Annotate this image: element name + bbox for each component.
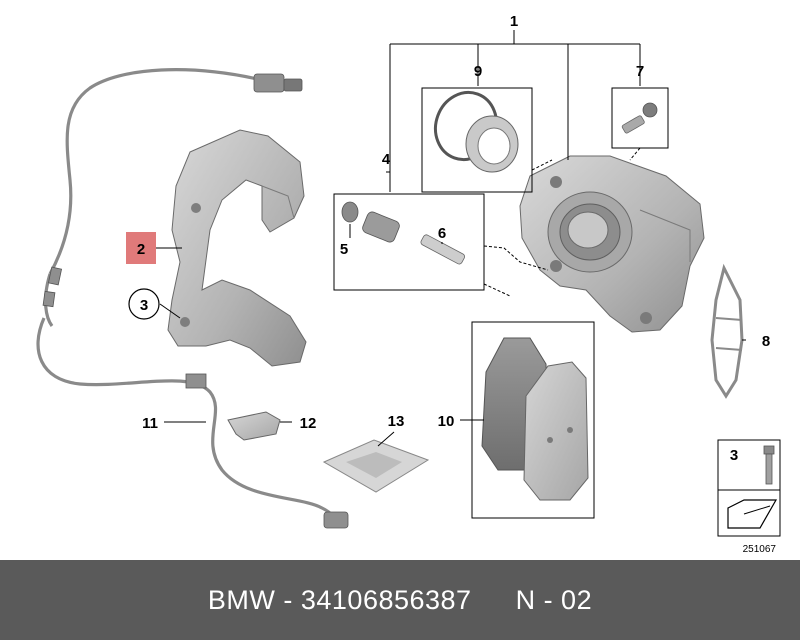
callout-3-circle [128,288,160,320]
callout-9: 9 [474,63,482,80]
legend-quantity: 3 [730,447,738,464]
grease-sachet [322,439,430,493]
callout-4: 4 [382,151,391,168]
bleeder-screw-box [611,87,669,161]
callout-2-highlight [126,232,156,264]
wear-sensor-upper [42,68,303,327]
footer-bar: BMW - 34106856387 N - 02 [0,560,800,640]
callout-6: 6 [438,225,446,242]
parts-diagram: 1 2 3 4 5 6 7 8 9 10 11 12 13 3 251067 [36,13,781,555]
part-label: BMW - 34106856387 [207,584,472,615]
group-1-bracket [389,30,641,192]
wear-sensor-lower [36,317,349,529]
guide-bolt-box [333,193,549,297]
sensor-clip [227,411,281,441]
callout-13: 13 [388,413,405,430]
callout-12: 12 [300,415,317,432]
anti-rattle-spring [710,263,744,399]
brake-caliper [519,155,705,333]
brake-pads-box [471,321,595,519]
leader-lines [156,171,746,447]
reference-number: 251067 [743,544,777,555]
callout-2: 2 [137,241,145,258]
callout-1: 1 [510,13,518,30]
callout-10: 10 [438,413,455,430]
callout-7: 7 [636,63,644,80]
callout-11: 11 [142,415,158,432]
callout-3: 3 [140,297,148,314]
seal-kit-box [421,87,553,193]
brake-carrier [167,129,307,367]
variant-label: N - 02 [515,584,593,615]
legend-box [717,439,781,537]
callout-8: 8 [762,333,770,350]
callout-5: 5 [340,241,348,258]
